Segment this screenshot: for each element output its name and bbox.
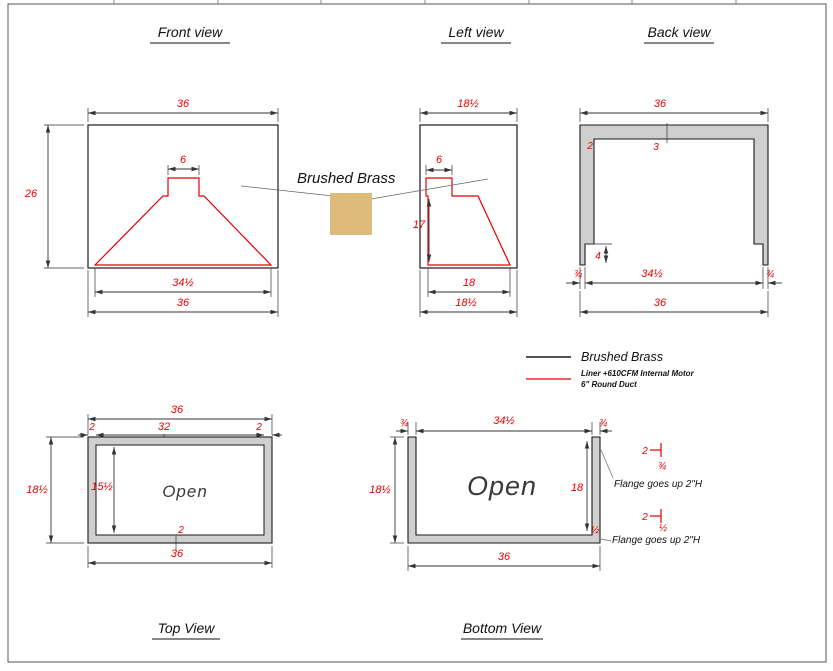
- left-bottom-dimension: 18½: [419, 270, 518, 317]
- callout-leader-left: [370, 178, 489, 200]
- dim-front-height: 26: [24, 188, 38, 200]
- flange-detail-top: 2 ¾ Flange goes up 2"H: [600, 443, 703, 490]
- dim-back-foot-right: ¾: [766, 269, 774, 280]
- dim-bottom-flange-left: ¾: [400, 418, 408, 429]
- dim-front-liner-width: 34½: [172, 277, 193, 289]
- dim-left-depth-top: 18½: [457, 98, 478, 110]
- dim-left-liner-depth: 18: [463, 277, 476, 289]
- material-callout-label: Brushed Brass: [297, 170, 396, 187]
- dim-back-top-thickness: 3: [653, 142, 659, 153]
- bottom-inner-depth-dimension: 18: [571, 441, 590, 531]
- dim-front-width-top: 36: [177, 98, 190, 110]
- top-depth-dimension: 18½: [26, 436, 84, 544]
- dim-back-foot-height: 4: [595, 251, 601, 262]
- dim-back-width-bottom: 36: [654, 297, 667, 309]
- top-view-title: Top View: [158, 620, 216, 636]
- front-liner-profile: [93, 177, 273, 266]
- back-view: Back view 36 2 3 4 ¾ 34½ ¾: [566, 24, 782, 317]
- top-view: Top View 36 2 32 2 Open 18½: [26, 404, 282, 640]
- back-foot-height-dimension: 4: [586, 243, 612, 263]
- top-view-open-label: Open: [162, 482, 208, 501]
- left-hood-body-outline: [419, 124, 518, 269]
- legend-liner-label-line2: 6" Round Duct: [581, 380, 637, 389]
- front-view-title: Front view: [158, 24, 223, 40]
- bottom-depth-dimension: 18½: [369, 436, 404, 544]
- back-bottom-dimension: 36: [579, 291, 769, 317]
- back-top-dimension: 36: [579, 98, 769, 122]
- dim-bottom-inner-width: 34½: [493, 415, 514, 427]
- flange-detail-bottom: 2 ½ Flange goes up 2"H: [600, 509, 701, 546]
- material-callout: Brushed Brass: [240, 170, 489, 235]
- back-view-title: Back view: [647, 24, 711, 40]
- top-inner-depth-dimension: 15½: [91, 447, 117, 533]
- brass-swatch: [330, 193, 372, 235]
- dim-front-duct-width: 6: [180, 154, 187, 166]
- dim-bottom-inner-depth: 18: [571, 482, 584, 494]
- dim-left-duct-width: 6: [436, 154, 443, 166]
- left-view-title: Left view: [448, 24, 504, 40]
- dim-flange-top-height: ¾: [658, 461, 666, 472]
- dim-flange-bottom-width: 2: [641, 512, 648, 523]
- dim-left-depth-bottom: 18½: [455, 297, 476, 309]
- dim-flange-bottom-height: ½: [659, 523, 668, 534]
- legend: Brushed Brass Liner +610CFM Internal Mot…: [526, 350, 695, 389]
- front-liner-width-dimension: 34½: [94, 268, 272, 297]
- legend-brass-label: Brushed Brass: [581, 350, 663, 364]
- left-liner-depth-dimension: 18: [427, 268, 511, 297]
- dim-front-width-bottom: 36: [177, 297, 190, 309]
- front-hood-body-outline: [87, 124, 279, 269]
- flange-bottom-note: Flange goes up 2"H: [612, 535, 701, 546]
- dim-left-liner-height: 17: [413, 219, 426, 231]
- dim-bottom-flange-thickness: ½: [591, 525, 600, 536]
- flange-top-note: Flange goes up 2"H: [614, 479, 703, 490]
- top-bottom-dimension: 36: [87, 546, 273, 568]
- bottom-view-title: Bottom View: [463, 620, 542, 636]
- front-bottom-dimension: 36: [87, 270, 279, 317]
- back-panel-channel: [579, 124, 769, 266]
- bottom-view-open-label: Open: [467, 471, 537, 501]
- left-liner-height-dimension: 17: [413, 199, 432, 262]
- dim-top-depth: 18½: [26, 484, 47, 496]
- top-wall-dimensions: 2 32 2: [78, 421, 282, 447]
- dim-top-wall-left: 2: [88, 422, 95, 433]
- dim-back-width-top: 36: [654, 98, 667, 110]
- dim-bottom-depth: 18½: [369, 484, 390, 496]
- bottom-view: Bottom View ¾ 34½ ¾ Open 18½ 18 ½: [369, 415, 703, 640]
- back-bottom-inner-dimension: ¾ 34½ ¾: [566, 267, 782, 289]
- front-top-dimension: 36: [87, 98, 279, 122]
- bottom-top-dimensions: ¾ 34½ ¾: [396, 415, 612, 435]
- dim-top-inner-width: 32: [158, 421, 170, 433]
- dim-bottom-width-bottom: 36: [498, 551, 511, 563]
- bottom-view-channel: [407, 436, 601, 544]
- callout-leader-front: [240, 185, 334, 197]
- dim-back-inner-width: 34½: [641, 268, 662, 280]
- front-view: Front view 36 26 6 34½: [24, 24, 279, 317]
- front-duct-dimension: 6: [167, 154, 200, 175]
- dim-top-width-top: 36: [171, 404, 184, 416]
- bottom-bottom-dimension: 36: [407, 546, 601, 571]
- left-duct-dimension: 6: [425, 154, 453, 175]
- front-height-dimension: 26: [24, 124, 84, 269]
- dim-top-wall-right: 2: [255, 422, 262, 433]
- top-view-opening: [95, 444, 265, 536]
- dim-back-foot-left: ¾: [574, 269, 582, 280]
- left-view: Left view 18½ 6 17 18: [413, 24, 518, 317]
- left-top-dimension: 18½: [419, 98, 518, 122]
- dim-back-side-thickness: 2: [586, 141, 593, 152]
- dim-top-width-bottom: 36: [171, 548, 184, 560]
- legend-liner-label-line1: Liner +610CFM Internal Motor: [581, 369, 695, 378]
- dim-top-wall-bottom: 2: [177, 525, 184, 536]
- dim-flange-top-width: 2: [641, 446, 648, 457]
- dim-top-inner-depth: 15½: [91, 481, 112, 493]
- top-width-dimension: 36: [87, 404, 273, 435]
- left-liner-profile: [425, 177, 511, 266]
- top-bottom-wall-dimension: 2: [175, 525, 184, 551]
- sheet-border: [7, 0, 827, 663]
- dim-bottom-flange-right: ¾: [599, 418, 607, 429]
